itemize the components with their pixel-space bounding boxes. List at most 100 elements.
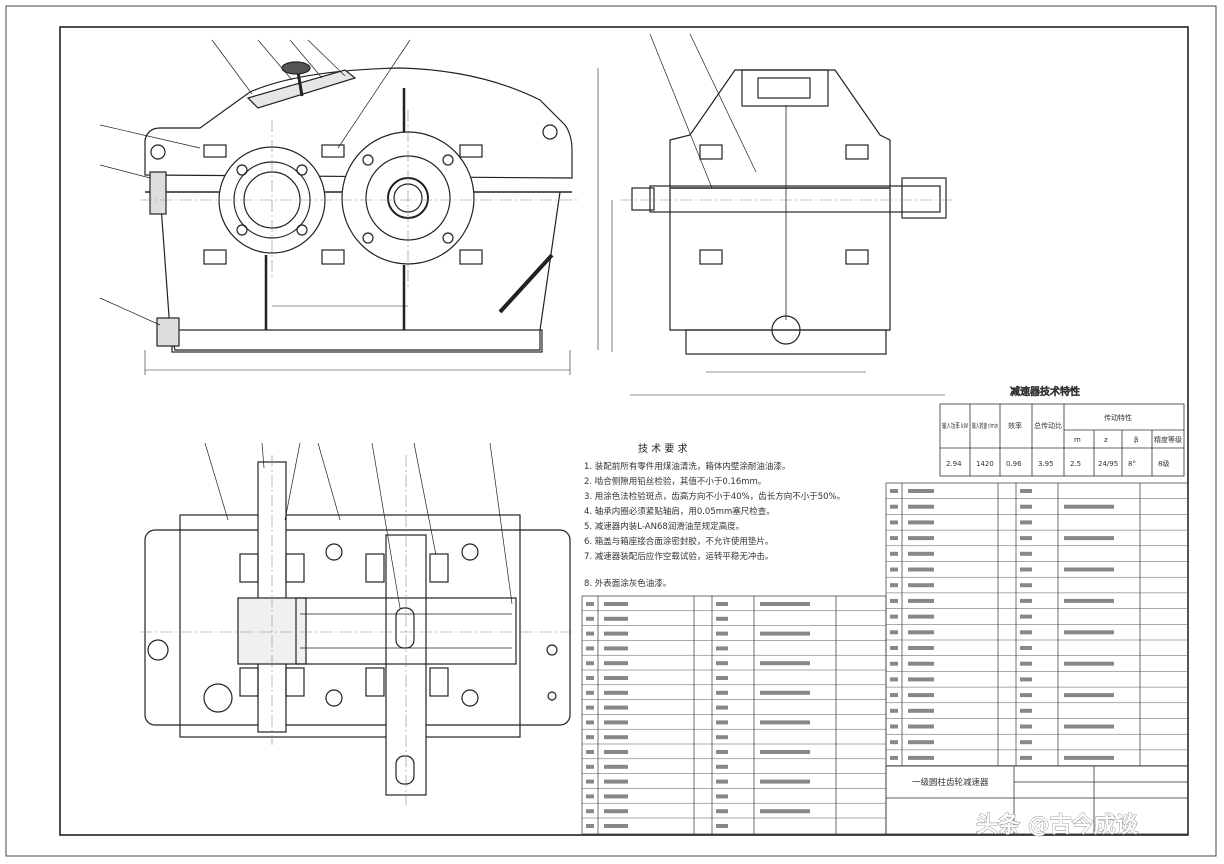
plan-view-inner-flange (179, 514, 521, 738)
parts-list-entry (890, 489, 898, 493)
spec-table-title: 减速器技术特性 (1010, 385, 1080, 398)
bearing-boss-bolt (321, 249, 345, 265)
parts-list-entry (716, 676, 728, 680)
spec-value: 3.95 (1038, 460, 1054, 468)
parts-list-entry (760, 720, 810, 725)
bearing (429, 553, 449, 583)
parts-list-entry (1020, 567, 1032, 572)
spec-table: 减速器技术特性 (939, 385, 1185, 477)
parts-list-entry (1020, 598, 1032, 603)
parts-list-entry (586, 735, 594, 740)
parts-list-entry (908, 551, 934, 556)
plan-view-bolt (546, 644, 558, 656)
parts-list-entry (604, 750, 628, 754)
parts-list-entry (908, 724, 934, 729)
bearing-boss-bolt (459, 249, 483, 265)
parts-list-entry (890, 693, 898, 698)
parts-list-entry (586, 794, 594, 799)
watermark: 头条 @古今成谈 (976, 812, 1139, 838)
parts-list-entry (716, 750, 728, 754)
parts-list-entry (1020, 551, 1032, 556)
parts-list-entry (908, 740, 934, 745)
parts-list-entry (908, 489, 934, 493)
spec-header: 输入转速 r/min (972, 421, 998, 430)
spec-subheader: z (1104, 436, 1108, 444)
spec-value: 2.94 (946, 460, 962, 468)
parts-list-entry (760, 750, 810, 754)
parts-list-entry (716, 631, 728, 636)
spec-value: 8° (1128, 460, 1136, 468)
bearing (239, 553, 259, 583)
parts-list-entry (604, 676, 628, 680)
plan-view-bolt (547, 691, 557, 701)
leader-line (211, 39, 253, 95)
parts-list-entry (716, 735, 728, 740)
vent-plug-knob (281, 61, 311, 75)
parts-list-entry (716, 602, 728, 606)
parts-list (581, 482, 1189, 835)
inner-frame (59, 26, 1189, 836)
parts-list-entry (1064, 630, 1114, 635)
parts-list-entry (760, 661, 810, 666)
side-view-output-end (901, 177, 947, 219)
bolt-hole (236, 164, 248, 176)
technical-notes: 技 术 要 求 1. 装配前所有零件用煤油清洗，箱体内壁涂耐油油漆。 2. 啮合… (584, 442, 845, 589)
bearing (285, 667, 305, 697)
parts-list-entry (604, 794, 628, 799)
plan-view-output-key (395, 755, 415, 785)
bearing (429, 667, 449, 697)
parts-list-entry (586, 705, 594, 710)
plan-view-outline (144, 529, 571, 726)
notes-line: 1. 装配前所有零件用煤油清洗，箱体内壁涂耐油油漆。 (584, 461, 790, 472)
spec-table-frame (939, 403, 1185, 477)
parts-list-entry (760, 779, 810, 784)
parts-list-entry (1020, 661, 1032, 666)
parts-list-entry (890, 504, 898, 509)
parts-list-entry (716, 779, 728, 784)
parts-list-entry (1020, 520, 1032, 525)
parts-list-entry (1064, 567, 1114, 572)
parts-list-entry (890, 740, 898, 745)
parts-list-entry (890, 551, 898, 556)
parts-list-entry (1020, 693, 1032, 698)
drain-plug (156, 317, 180, 347)
spec-header: 输入功率 kW (942, 421, 968, 430)
spec-value: 1420 (976, 460, 994, 468)
spec-value: 2.5 (1070, 460, 1081, 468)
oil-dipstick (498, 253, 554, 314)
bolt-hole (236, 224, 248, 236)
parts-list-entry (890, 646, 898, 650)
parts-list-entry (760, 602, 810, 606)
parts-list-entry (586, 602, 594, 606)
side-view-top-window (757, 77, 811, 99)
parts-list-entry (604, 809, 628, 814)
notes-line: 8. 外表面涂灰色油漆。 (584, 578, 671, 589)
spec-subheader: β (1134, 436, 1138, 444)
leader-line (99, 124, 201, 149)
bearing (239, 667, 259, 697)
spec-value: 24/95 (1098, 460, 1118, 468)
parts-list-entry (1064, 661, 1114, 666)
parts-list-entry (890, 520, 898, 525)
parts-list-entry (586, 750, 594, 754)
parts-list-entry (908, 677, 934, 682)
parts-list-entry (1064, 724, 1114, 729)
parts-list-entry (908, 536, 934, 541)
parts-list-entry (1020, 677, 1032, 682)
parts-list-entry (890, 536, 898, 541)
parts-list-entry (604, 705, 628, 710)
parts-list-entry (908, 755, 934, 760)
parts-list-entry (604, 646, 628, 651)
bolt-hole (442, 232, 454, 244)
side-view (611, 33, 955, 396)
plan-view-key (395, 607, 415, 649)
bearing (365, 553, 385, 583)
parts-list-entry (716, 720, 728, 725)
parts-list-entry (604, 764, 628, 769)
leader-line (689, 33, 757, 173)
parts-list-entry (1020, 489, 1032, 493)
parts-list-entry (586, 661, 594, 666)
parts-list-entry (604, 735, 628, 740)
parts-list-entry (1064, 598, 1114, 603)
